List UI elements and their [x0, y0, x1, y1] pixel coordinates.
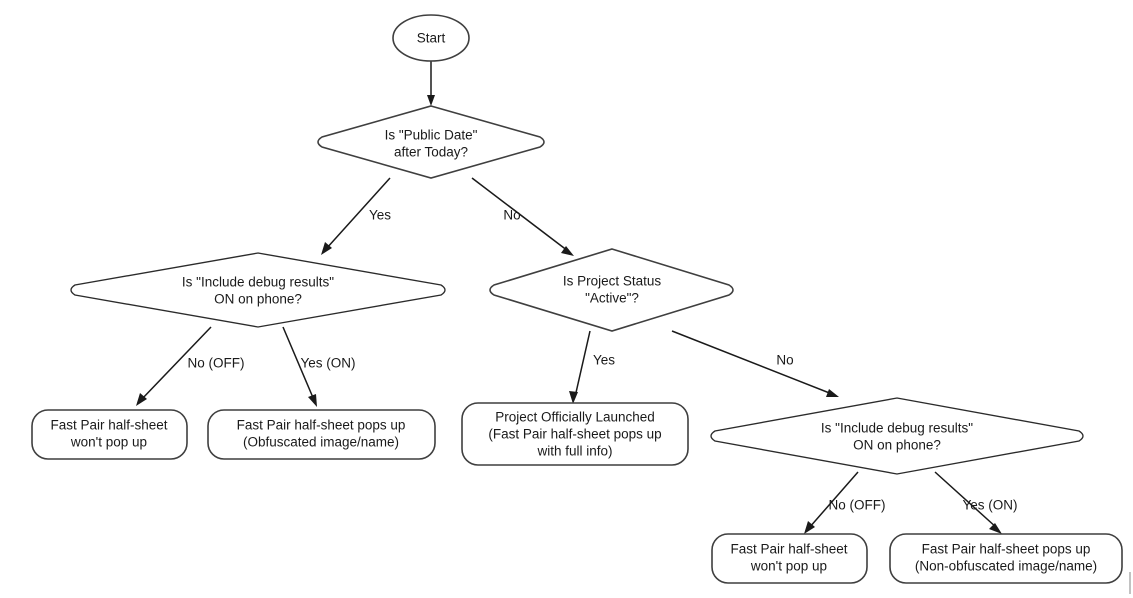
node-decision-project-status[interactable]: Is Project Status "Active"?	[489, 248, 734, 332]
terminal-left-off-line1: Fast Pair half-sheet	[50, 418, 167, 433]
node-terminal-launched[interactable]: Project Officially Launched (Fast Pair h…	[461, 402, 689, 466]
terminal-right-on-line2: (Non-obfuscated image/name)	[915, 559, 1097, 574]
public-date-diamond[interactable]	[317, 105, 545, 179]
public-date-label-line2: after Today?	[394, 145, 468, 160]
terminal-right-off-line2: won't pop up	[750, 559, 827, 574]
edge-debug-left-on	[282, 326, 317, 407]
node-decision-debug-right[interactable]: Is "Include debug results" ON on phone?	[710, 397, 1084, 475]
debug-right-label-line2: ON on phone?	[853, 438, 941, 453]
node-decision-debug-left[interactable]: Is "Include debug results" ON on phone?	[70, 252, 446, 328]
terminal-right-on-line1: Fast Pair half-sheet pops up	[922, 542, 1091, 557]
public-date-label-line1: Is "Public Date"	[385, 128, 478, 143]
debug-left-diamond[interactable]	[70, 252, 446, 328]
node-terminal-right-off[interactable]: Fast Pair half-sheet won't pop up	[711, 533, 868, 584]
terminal-left-off-line2: won't pop up	[70, 435, 147, 450]
edge-label-public-date-yes: Yes	[369, 208, 391, 223]
edges-layer	[136, 61, 1002, 534]
edge-public-date-no	[471, 177, 574, 256]
terminal-left-on-box[interactable]	[207, 409, 436, 460]
debug-left-label-line2: ON on phone?	[214, 292, 302, 307]
edge-label-debug-left-on: Yes (ON)	[300, 356, 355, 371]
node-start[interactable]: Start	[392, 14, 470, 62]
edge-debug-right-on	[934, 471, 1002, 534]
edge-project-status-yes	[569, 330, 591, 404]
project-status-label-line1: Is Project Status	[563, 274, 662, 289]
edge-public-date-yes	[321, 177, 391, 255]
edge-label-public-date-no: No	[503, 208, 520, 223]
terminal-launched-box[interactable]	[461, 402, 689, 466]
edge-label-debug-right-on: Yes (ON)	[962, 498, 1017, 513]
edge-label-project-status-no: No	[776, 353, 793, 368]
terminal-launched-line1: Project Officially Launched	[495, 410, 655, 425]
terminal-left-off-box[interactable]	[31, 409, 188, 460]
edge-project-status-no	[671, 330, 839, 397]
debug-right-label-line1: Is "Include debug results"	[821, 421, 973, 436]
edge-labels-layer: Yes No No (OFF) Yes (ON) Yes No No (OFF)…	[188, 208, 1018, 513]
edge-label-debug-right-off: No (OFF)	[829, 498, 886, 513]
terminal-launched-line3: with full info)	[536, 444, 612, 459]
edge-debug-left-off	[136, 326, 212, 406]
terminal-right-on-box[interactable]	[889, 533, 1123, 584]
start-label: Start	[417, 31, 446, 46]
terminal-left-on-line2: (Obfuscated image/name)	[243, 435, 399, 450]
edge-label-project-status-yes: Yes	[593, 353, 615, 368]
node-terminal-right-on[interactable]: Fast Pair half-sheet pops up (Non-obfusc…	[889, 533, 1123, 584]
terminal-launched-line2: (Fast Pair half-sheet pops up	[488, 427, 661, 442]
terminal-right-off-box[interactable]	[711, 533, 868, 584]
debug-left-label-line1: Is "Include debug results"	[182, 275, 334, 290]
node-decision-public-date[interactable]: Is "Public Date" after Today?	[317, 105, 545, 179]
project-status-label-line2: "Active"?	[585, 291, 639, 306]
edge-debug-right-off	[804, 471, 859, 534]
node-terminal-left-on[interactable]: Fast Pair half-sheet pops up (Obfuscated…	[207, 409, 436, 460]
terminal-right-off-line1: Fast Pair half-sheet	[730, 542, 847, 557]
terminal-left-on-line1: Fast Pair half-sheet pops up	[237, 418, 406, 433]
edge-label-debug-left-off: No (OFF)	[188, 356, 245, 371]
debug-right-diamond[interactable]	[710, 397, 1084, 475]
edge-start-to-public-date	[427, 61, 435, 106]
start-ellipse[interactable]	[392, 14, 470, 62]
project-status-diamond[interactable]	[489, 248, 734, 332]
node-terminal-left-off[interactable]: Fast Pair half-sheet won't pop up	[31, 409, 188, 460]
